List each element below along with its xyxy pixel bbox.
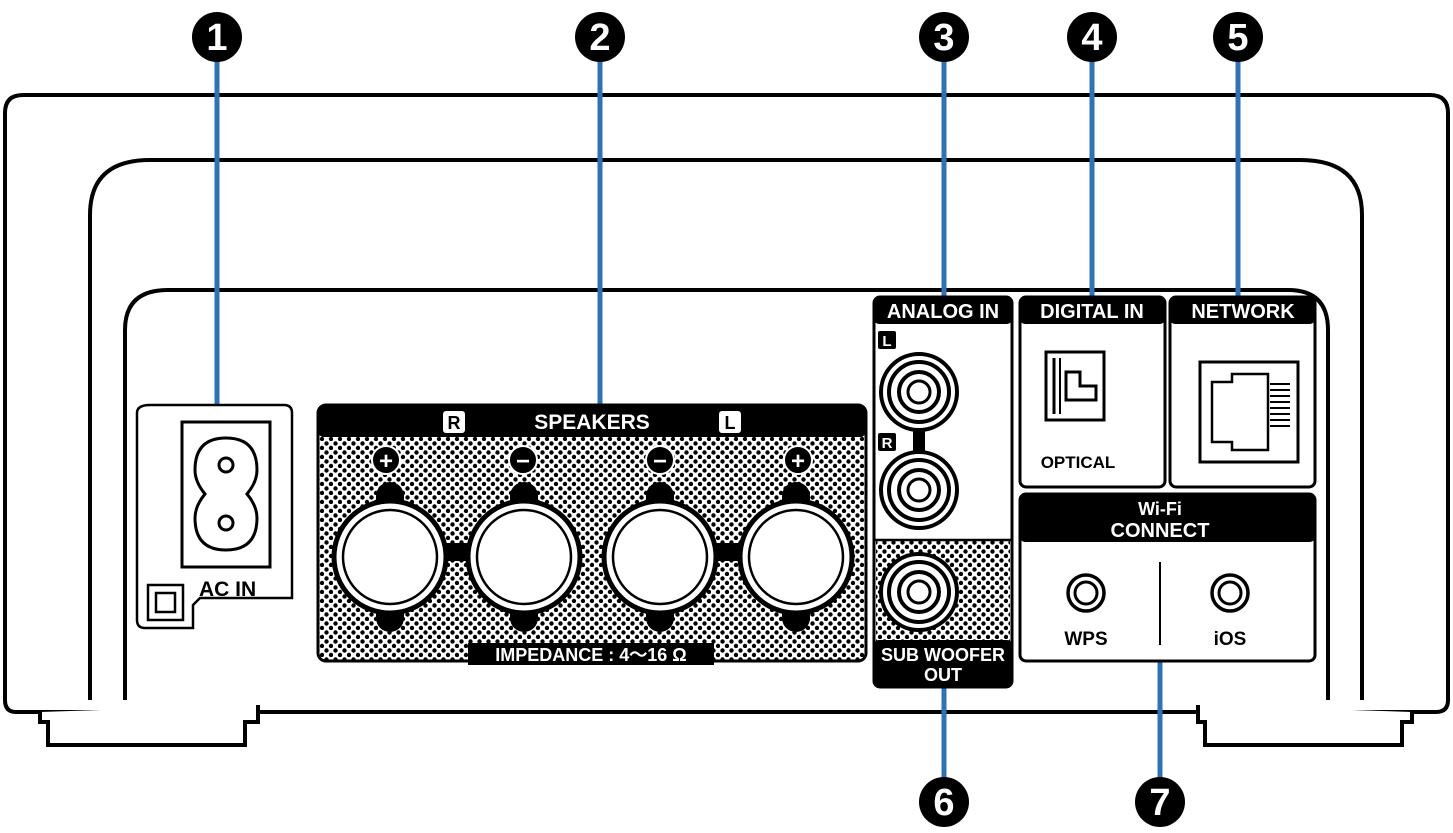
callout-4: 4 — [1067, 12, 1117, 62]
speakers-title: SPEAKERS — [534, 411, 650, 434]
speaker-terminal-l-minus[interactable] — [601, 482, 719, 632]
wifi-title-line1: Wi-Fi — [1138, 499, 1182, 519]
ac-pin-hole — [217, 456, 235, 474]
rca-jack-right[interactable] — [879, 450, 959, 530]
optical-label: OPTICAL — [1041, 453, 1116, 472]
device-feet — [38, 705, 1414, 747]
network-section: NETWORK — [1168, 295, 1317, 489]
wifi-connect-section: Wi-Fi CONNECT WPS iOS — [1018, 492, 1317, 663]
wifi-title-line2: CONNECT — [1111, 520, 1210, 542]
callout-3: 3 — [919, 12, 969, 62]
wps-button[interactable] — [1066, 573, 1106, 613]
wps-label: WPS — [1064, 629, 1107, 650]
callout-lines — [214, 60, 1241, 780]
svg-text:2: 2 — [589, 17, 610, 59]
svg-text:R: R — [448, 413, 461, 433]
speaker-terminal-r-minus[interactable] — [465, 482, 583, 632]
speaker-terminal-r-plus[interactable] — [331, 482, 449, 632]
svg-text:L: L — [725, 413, 736, 433]
plus-icon: + — [783, 445, 813, 475]
ac-socket-outline — [193, 436, 259, 552]
analog-in-title: ANALOG IN — [887, 301, 999, 323]
ac-in-label: AC IN — [199, 578, 256, 601]
impedance-label: IMPEDANCE : 4～16 Ω — [495, 645, 686, 665]
svg-text:+: + — [379, 448, 393, 475]
svg-text:5: 5 — [1227, 17, 1248, 59]
svg-text:1: 1 — [206, 17, 227, 59]
ios-button[interactable] — [1210, 573, 1250, 613]
analog-in-section: ANALOG IN L R SUB WOOFER OUT — [872, 295, 1014, 689]
svg-text:L: L — [882, 333, 891, 350]
svg-text:3: 3 — [933, 17, 954, 59]
callout-2: 2 — [575, 12, 625, 62]
minus-icon: − — [508, 445, 538, 475]
svg-text:−: − — [653, 448, 667, 475]
device-body — [3, 93, 1450, 714]
svg-text:7: 7 — [1149, 782, 1170, 824]
svg-text:6: 6 — [933, 782, 954, 824]
callout-1: 1 — [192, 12, 242, 62]
ac-in-section: AC IN — [135, 403, 294, 630]
minus-icon: − — [645, 445, 675, 475]
svg-text:4: 4 — [1081, 17, 1102, 59]
subwoofer-label-line1: SUB WOOFER — [881, 645, 1005, 665]
rca-jack-left[interactable] — [879, 352, 959, 432]
network-title: NETWORK — [1191, 301, 1295, 323]
ethernet-port[interactable] — [1198, 360, 1300, 464]
callout-6: 6 — [919, 777, 969, 827]
digital-in-section: DIGITAL IN OPTICAL — [1018, 295, 1167, 489]
digital-in-title: DIGITAL IN — [1040, 301, 1144, 323]
callout-7: 7 — [1135, 777, 1185, 827]
ios-label: iOS — [1214, 629, 1247, 650]
optical-port[interactable] — [1044, 350, 1106, 422]
ac-pin-hole — [217, 514, 235, 532]
svg-text:−: − — [516, 448, 530, 475]
speakers-section: R SPEAKERS L — [316, 403, 868, 665]
speaker-terminal-l-plus[interactable] — [737, 482, 855, 632]
svg-text:R: R — [882, 435, 893, 452]
subwoofer-label-line2: OUT — [924, 665, 962, 685]
plus-icon: + — [371, 445, 401, 475]
subwoofer-out-jack[interactable] — [879, 552, 959, 632]
callout-5: 5 — [1213, 12, 1263, 62]
svg-text:+: + — [791, 448, 805, 475]
